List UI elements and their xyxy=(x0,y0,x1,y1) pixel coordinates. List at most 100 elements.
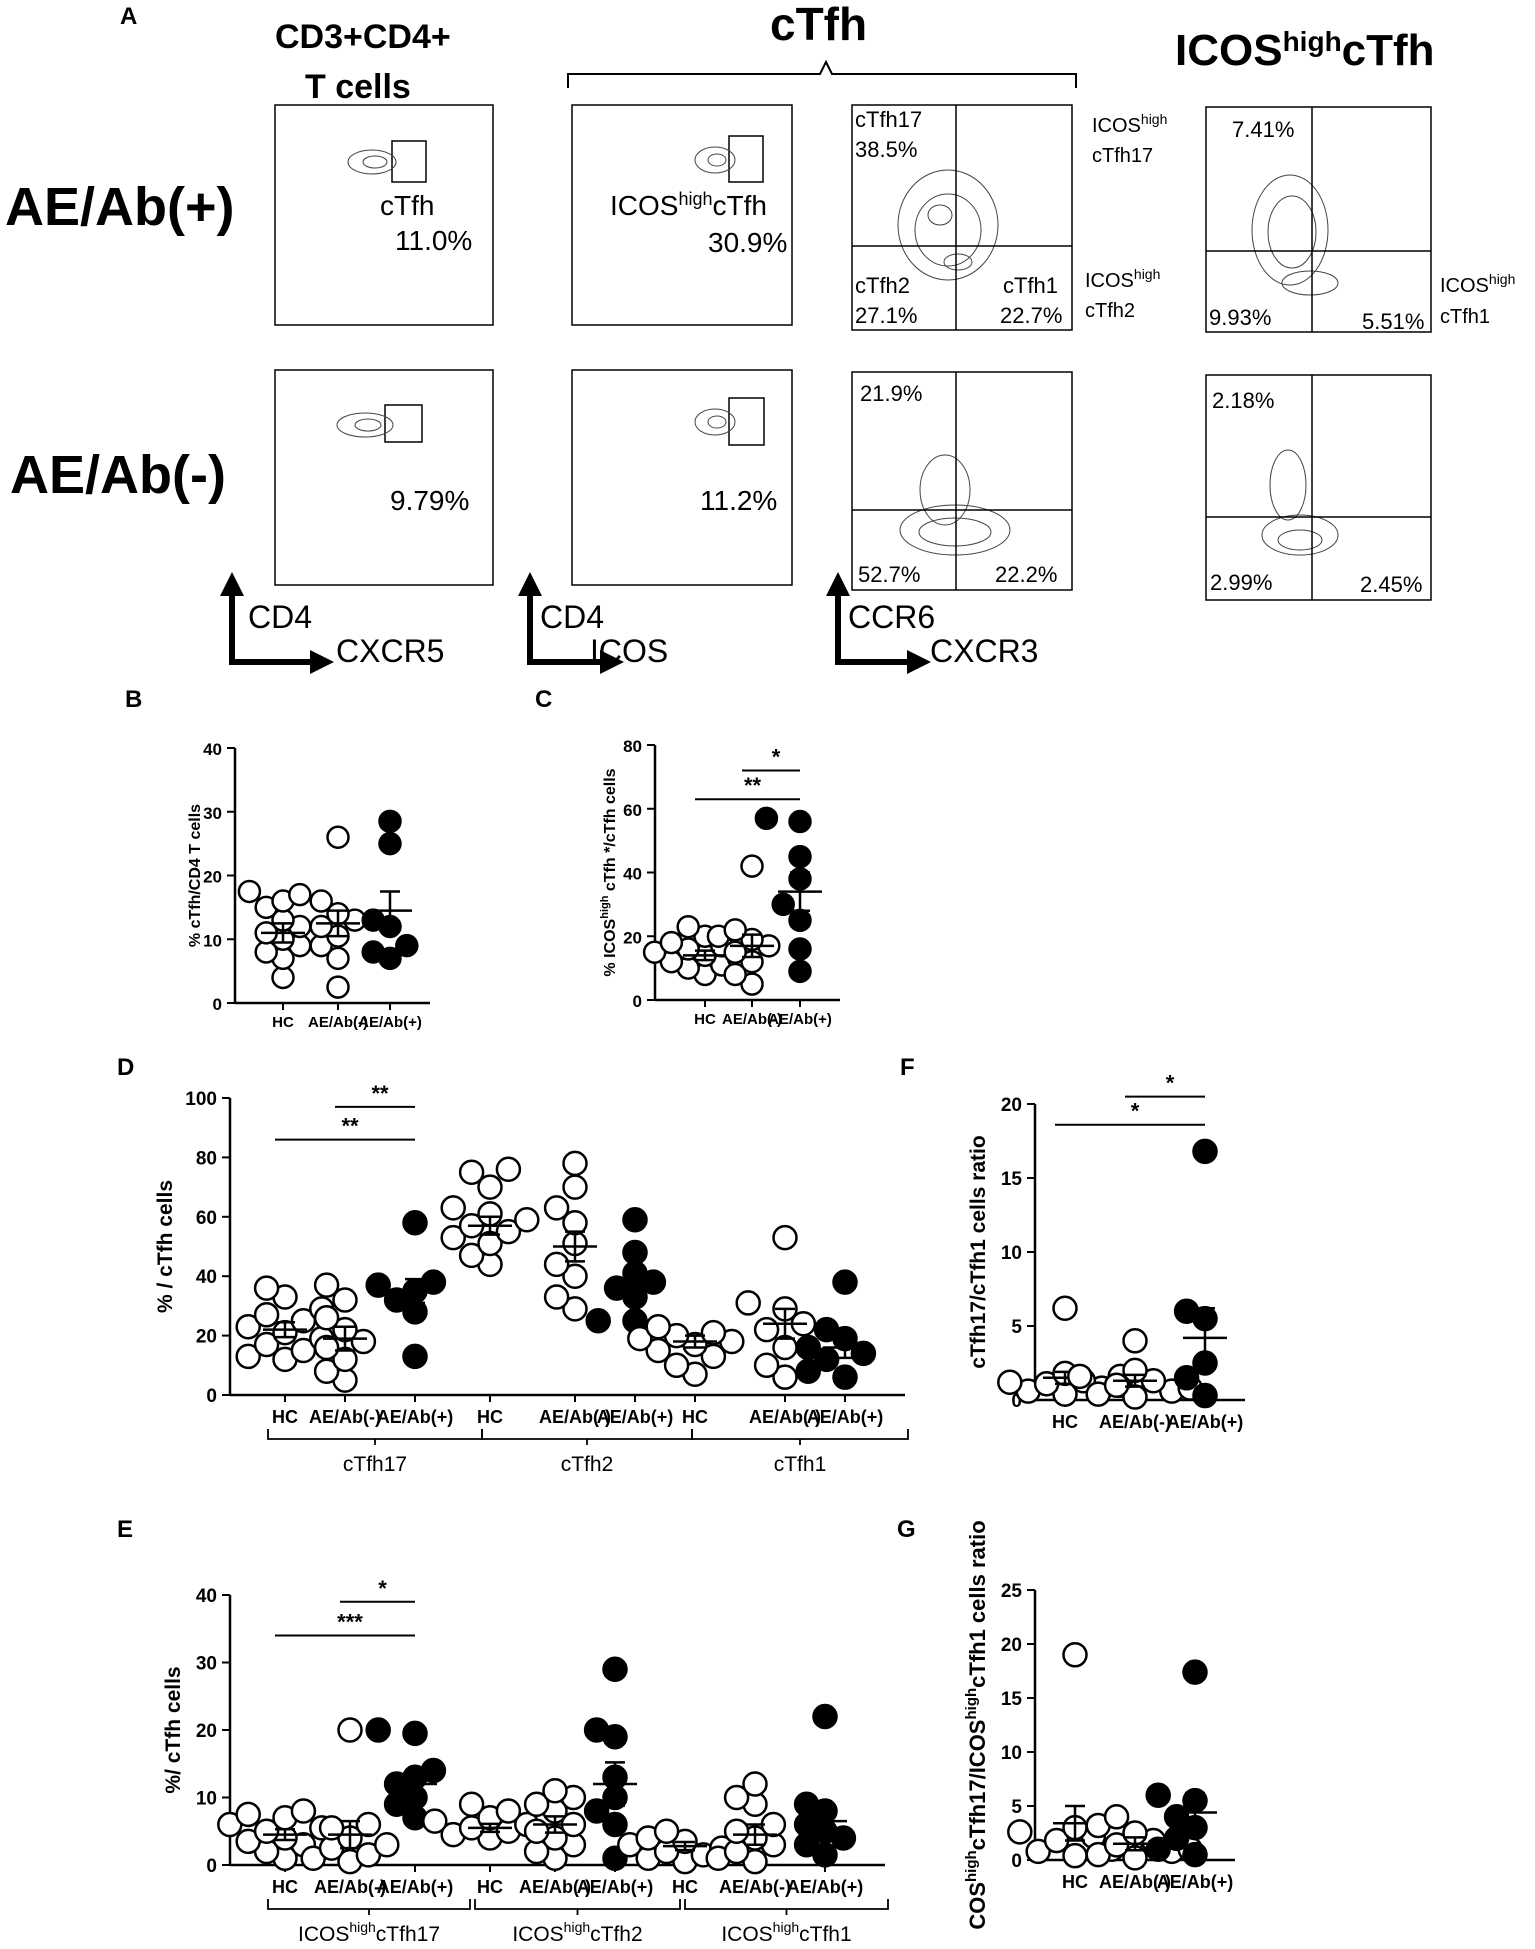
y-axis-label-part: cTfh */cTfh cells xyxy=(602,768,619,895)
x-category-label: HC xyxy=(682,1407,708,1427)
arrow-pair-3 xyxy=(835,590,915,665)
contour-r1c1 xyxy=(347,149,397,175)
contour-r1c2 xyxy=(694,146,736,174)
panel-label-c: C xyxy=(535,686,552,713)
q4-pct-r1-br: 5.51% xyxy=(1362,309,1424,334)
data-point xyxy=(1103,1372,1130,1398)
x-category-label: AE/Ab(+) xyxy=(597,1407,674,1427)
data-point xyxy=(271,965,295,990)
x-category-label: AE/Ab(-) xyxy=(1099,1412,1171,1432)
data-point xyxy=(361,940,385,964)
x-category-label: AE/Ab(+) xyxy=(377,1407,454,1427)
data-point xyxy=(742,1771,768,1797)
axis-arrows xyxy=(229,590,915,665)
x-category-label: AE/Ab(-) xyxy=(722,1011,782,1028)
q-pct-ctfh17: 38.5% xyxy=(855,137,917,162)
y-tick-label: 0 xyxy=(633,992,642,1011)
pct-icos-pos: 30.9% xyxy=(708,227,787,258)
axis-name-cxcr3: CXCR3 xyxy=(930,633,1038,669)
data-point xyxy=(1163,1804,1190,1830)
y-tick-label: 60 xyxy=(623,801,642,820)
side-label-ctfh1: cTfh1 xyxy=(1440,306,1490,328)
data-point xyxy=(402,1343,428,1370)
data-point xyxy=(1182,1659,1208,1685)
y-axis-label-part: cTfh17/ICOS xyxy=(965,1720,990,1851)
q4-pct-r2-br: 2.45% xyxy=(1360,572,1422,597)
data-point xyxy=(458,1159,485,1185)
group-bracket xyxy=(474,1899,681,1910)
ctfh-brace xyxy=(567,59,1077,88)
gate-label-ctfh: cTfh xyxy=(380,190,434,221)
contour-r2c4 xyxy=(1261,514,1339,556)
x-category-label: AE/Ab(+) xyxy=(1167,1412,1244,1432)
contour-r1c3-b xyxy=(943,253,973,271)
axis-name-icos: ICOS xyxy=(590,633,668,669)
q-pct-ctfh1: 22.7% xyxy=(1000,303,1062,328)
data-point xyxy=(602,1811,628,1838)
contour-r1c3-mid xyxy=(914,193,982,267)
data-point xyxy=(1192,1138,1218,1165)
group-bracket xyxy=(684,1899,889,1910)
data-point xyxy=(318,1815,345,1841)
data-point xyxy=(754,806,779,831)
side-icos2-sup: high xyxy=(1134,266,1160,282)
arrow-pair-1 xyxy=(229,590,318,665)
group-label-sup: high xyxy=(773,1919,799,1935)
x-category-label: HC xyxy=(1052,1412,1078,1432)
flow-plot-r1-c1 xyxy=(274,104,494,326)
data-point xyxy=(378,831,402,856)
data-point xyxy=(1103,1804,1130,1830)
data-point xyxy=(495,1798,522,1824)
y-tick-label: 15 xyxy=(1001,1169,1023,1190)
data-point xyxy=(788,908,812,933)
data-point xyxy=(326,946,350,971)
data-point xyxy=(523,1818,550,1844)
contour-r1c1-inner xyxy=(362,155,388,169)
q-name-ctfh2: cTfh2 xyxy=(855,273,910,298)
data-point xyxy=(1145,1836,1171,1862)
x-category-label: AE/Ab(+) xyxy=(807,1407,884,1427)
gate-label-icoshigh: ICOShighcTfh xyxy=(610,189,767,221)
contour-r2c4-up xyxy=(1269,449,1307,521)
data-point xyxy=(235,1343,261,1370)
arrowhead-3-right xyxy=(907,650,931,674)
y-tick-label: 0 xyxy=(1011,1851,1022,1872)
q-name-ctfh1: cTfh1 xyxy=(1003,273,1058,298)
x-category-label: HC xyxy=(477,1407,503,1427)
y-axis-label: % cTfh/CD4 T cells xyxy=(187,804,204,947)
x-category-label: AE/Ab(-) xyxy=(749,1407,821,1427)
data-point xyxy=(420,1269,447,1295)
y-tick-label: 30 xyxy=(203,804,222,823)
data-point xyxy=(735,1290,761,1316)
group-bracket xyxy=(481,1429,693,1440)
data-point xyxy=(235,1801,261,1828)
panel-label-f: F xyxy=(900,1054,915,1081)
data-point xyxy=(603,1275,630,1301)
data-point xyxy=(326,975,350,999)
data-point xyxy=(622,1239,648,1266)
icos-label-sup: high xyxy=(678,189,712,209)
col-title-cd3cd4-line1: CD3+CD4+ xyxy=(275,18,451,56)
y-axis-label: % ICOShigh cTfh */cTfh cells xyxy=(599,768,619,976)
data-point xyxy=(663,1352,690,1379)
data-point xyxy=(326,825,350,849)
data-point xyxy=(440,1195,466,1221)
y-tick-label: 40 xyxy=(203,740,222,759)
x-category-label: AE/Ab(+) xyxy=(377,1877,454,1897)
q4-pct-r1-tl: 7.41% xyxy=(1232,117,1294,142)
data-point xyxy=(313,1272,340,1298)
y-tick-label: 5 xyxy=(1011,1317,1022,1338)
data-point xyxy=(1182,1841,1208,1868)
contour-r2c1-inner xyxy=(354,418,382,432)
data-point xyxy=(562,1150,588,1177)
x-category-label: HC xyxy=(694,1011,716,1028)
group-label: ICOShighcTfh17 xyxy=(298,1919,440,1946)
y-tick-label: 15 xyxy=(1001,1689,1023,1710)
group-label-part: cTfh17 xyxy=(376,1923,440,1946)
y-tick-label: 30 xyxy=(196,1654,217,1675)
significance-label: ** xyxy=(744,773,762,798)
y-axis-label-part: COS xyxy=(965,1882,990,1930)
side-icos1-pre: ICOS xyxy=(1440,275,1489,297)
data-point xyxy=(772,1364,798,1390)
